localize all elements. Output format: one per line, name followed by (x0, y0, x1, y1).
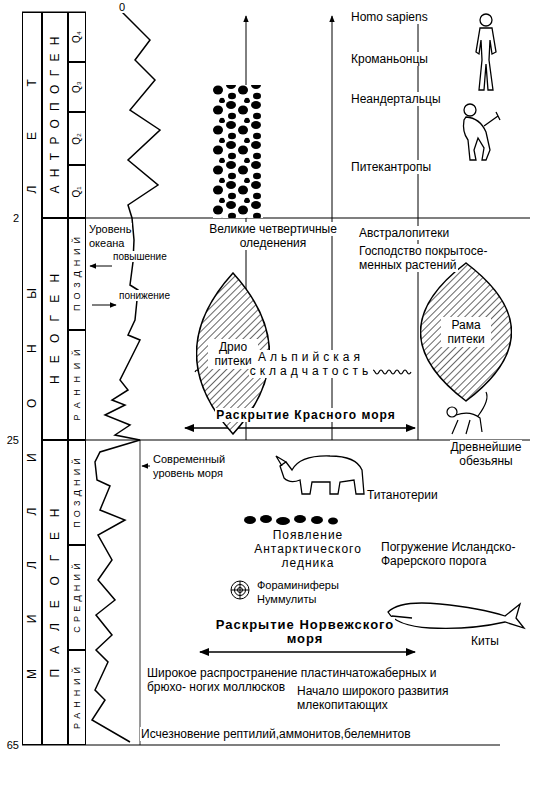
label-text: Питекантропы (350, 160, 432, 174)
label-text: Появление Антарктического ледника (253, 528, 363, 570)
period-name: РАННИЙ (71, 662, 83, 734)
period-name: АНТРОПОГЕН (49, 28, 61, 202)
period-name: Q₄ (71, 31, 83, 43)
period-band: АНТРОПОГЕН (42, 12, 68, 218)
period-band: Q₄ (68, 12, 86, 62)
lens-path (421, 263, 512, 401)
label-text: понижение (118, 290, 171, 301)
label-text: 25 (6, 434, 20, 446)
diagram-label: Начало широкого развития млекопитающих (296, 684, 478, 712)
label-text: Господство покрытосе- менных растений (358, 244, 488, 272)
label-text: 0 (118, 1, 126, 13)
label-text: Киты (470, 634, 500, 648)
diagram-label: Австралопитеки (358, 226, 468, 240)
label-text: 65 (6, 739, 20, 751)
diagram-label: Современный уровень моря (152, 452, 240, 480)
diagram-label: Погружение Исландско-Фарерского порога (380, 540, 530, 568)
period-band: СРЕДНИЙ (68, 545, 86, 650)
label-text: Титанотерии (366, 488, 439, 502)
label-text: Исчезновение рептилий,аммонитов,белемнит… (140, 727, 412, 741)
diagram-label: 65 (1, 738, 20, 752)
label-text: Раскрытие Красного моря (215, 408, 396, 422)
diagram-label: 0 (112, 0, 132, 14)
label-text: Раскрытие Норвежского моря (215, 617, 396, 646)
label-text: Современный уровень моря (152, 453, 226, 479)
glaciation-column (213, 85, 263, 218)
sea-level-curve (92, 12, 160, 742)
period-name: СРЕДНИЙ (71, 559, 83, 637)
label-text: Альпийская складчатость (249, 350, 374, 378)
label-text: Начало широкого развития млекопитающих (296, 684, 450, 712)
antarctic-ice (244, 515, 338, 525)
label-text: Homo sapiens (350, 10, 429, 24)
whale-figure (388, 603, 524, 628)
diagram-label: Древнейшие обезьяны (440, 440, 532, 468)
diagram-label: Великие четвертичные оледенения (188, 222, 358, 250)
label-text: Фораминиферы Нуммулиты (256, 579, 340, 605)
period-name: Q₃ (71, 81, 83, 93)
period-name: НЕОГЕН (49, 262, 61, 397)
frame-lines (22, 12, 530, 745)
period-name: ПАЛЕОГЕН (49, 493, 61, 691)
period-band: ПАЛЕОГЕН (42, 440, 68, 745)
period-band: РАННИЙ (68, 650, 86, 745)
period-band: МИЛЛИОНЫ ЛЕТ (22, 12, 42, 745)
diagram-label: Альпийская складчатость (196, 350, 426, 378)
diagram-label: Homo sapiens (350, 10, 460, 24)
label-text: 2 (12, 212, 20, 224)
label-text: Неандертальцы (350, 92, 442, 106)
diagram-label: Раскрытие Красного моря (190, 408, 422, 422)
diagram-label: Фораминиферы Нуммулиты (256, 578, 366, 606)
diagram-label: Появление Антарктического ледника (238, 528, 378, 570)
period-name: Q₁ (71, 186, 83, 197)
diagram-label: Уровень океана (88, 222, 150, 250)
diagram-label: Исчезновение рептилий,аммонитов,белемнит… (140, 727, 500, 741)
label-text: Древнейшие обезьяны (450, 440, 523, 468)
period-band: ПОЗДНИЙ (68, 440, 86, 545)
diagram-label: Киты (470, 634, 510, 648)
label-text: Уровень океана (88, 223, 132, 249)
human-figure (476, 14, 496, 90)
period-name: ПОЗДНИЙ (71, 453, 83, 531)
period-name: РАННИЙ (71, 343, 83, 427)
diagram-label: Кроманьонцы (350, 52, 460, 66)
label-text: Погружение Исландско-Фарерского порога (380, 540, 516, 568)
period-band: ПОЗДНИЙ (68, 218, 86, 330)
diagram-label: 2 (1, 211, 20, 225)
label-text: Кроманьонцы (350, 52, 429, 66)
period-band: Q₁ (68, 165, 86, 218)
period-name: МИЛЛИОНЫ ЛЕТ (26, 33, 38, 724)
lens-shape: Рама питеки (420, 262, 512, 402)
label-text: Великие четвертичные оледенения (208, 222, 338, 250)
period-name: ПОЗДНИЙ (71, 232, 83, 316)
diagram-label: Питекантропы (350, 160, 460, 174)
diagram-label: 25 (1, 433, 20, 447)
label-text: повышение (112, 251, 168, 262)
lens-label: Рама питеки (441, 317, 491, 347)
diagram-label: Неандертальцы (350, 92, 460, 106)
diagram-label: Титанотерии (366, 488, 456, 502)
diagram-label: понижение (118, 289, 198, 303)
period-band: НЕОГЕН (42, 218, 68, 440)
label-text: Австралопитеки (358, 226, 450, 240)
foraminifera-figure (231, 581, 249, 599)
diagram-label: Господство покрытосе- менных растений (358, 244, 498, 272)
period-name: Q₂ (71, 133, 83, 145)
period-band: Q₃ (68, 62, 86, 112)
period-band: Q₂ (68, 112, 86, 165)
titanothere-figure (276, 456, 364, 494)
diagram-label: Раскрытие Норвежского моря (210, 618, 400, 646)
neanderthal-figure (464, 104, 501, 160)
period-band: РАННИЙ (68, 330, 86, 440)
diagram-label: повышение (112, 250, 192, 264)
